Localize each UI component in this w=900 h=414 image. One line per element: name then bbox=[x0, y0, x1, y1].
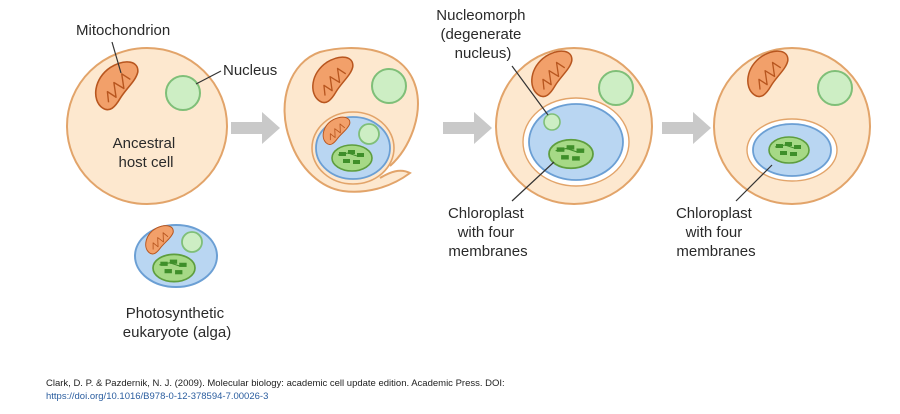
chloroplast-label-2: Chloroplast with four membranes bbox=[676, 205, 756, 260]
nucleus-icon bbox=[817, 70, 853, 106]
arrow-icon bbox=[662, 112, 711, 144]
nucleomorph-icon bbox=[543, 113, 561, 131]
chloroplast-icon bbox=[548, 138, 594, 170]
ancestral-host-cell: Ancestral host cell bbox=[66, 47, 228, 205]
nucleus-pointer bbox=[195, 70, 222, 85]
arrow-icon bbox=[443, 112, 492, 144]
engulfed-chloroplast-icon bbox=[331, 144, 373, 172]
nucleus-icon bbox=[165, 75, 201, 111]
cell-with-nucleomorph bbox=[495, 44, 653, 205]
nucleus-label: Nucleus bbox=[223, 62, 277, 79]
ancestral-host-cell-label: Ancestral host cell bbox=[113, 135, 180, 171]
photosynthetic-eukaryote bbox=[134, 221, 218, 288]
arrow-icon bbox=[231, 112, 280, 144]
citation: Clark, D. P. & Pazdernik, N. J. (2009). … bbox=[46, 377, 866, 403]
chloroplast-icon bbox=[768, 136, 810, 164]
citation-doi-link[interactable]: https://doi.org/10.1016/B978-0-12-378594… bbox=[46, 391, 269, 402]
chloroplast-pointer-2 bbox=[735, 164, 773, 202]
nucleomorph-label: Nucleomorph (degenerate nucleus) bbox=[436, 7, 529, 62]
nucleomorph-pointer bbox=[511, 65, 549, 116]
engulfing-cell bbox=[283, 47, 419, 193]
photosynthetic-eukaryote-label: Photosynthetic eukaryote (alga) bbox=[123, 305, 231, 341]
nucleus-icon bbox=[371, 68, 407, 104]
endosymbiosis-diagram: Ancestral host cell Mitochondrion Nucleu… bbox=[66, 7, 871, 341]
chloroplast-label-1: Chloroplast with four membranes bbox=[448, 205, 528, 260]
citation-text: Clark, D. P. & Pazdernik, N. J. (2009). … bbox=[46, 378, 505, 389]
engulfed-nucleus-icon bbox=[358, 123, 380, 145]
chloroplast-pointer-1 bbox=[511, 161, 555, 202]
alga-chloroplast-icon bbox=[152, 253, 196, 283]
engulfed-alga bbox=[315, 113, 391, 180]
mitochondrion-pointer bbox=[111, 41, 122, 74]
mitochondrion-label: Mitochondrion bbox=[76, 22, 170, 39]
final-cell bbox=[713, 44, 871, 205]
nucleus-icon bbox=[598, 70, 634, 106]
alga-nucleus-icon bbox=[181, 231, 203, 253]
